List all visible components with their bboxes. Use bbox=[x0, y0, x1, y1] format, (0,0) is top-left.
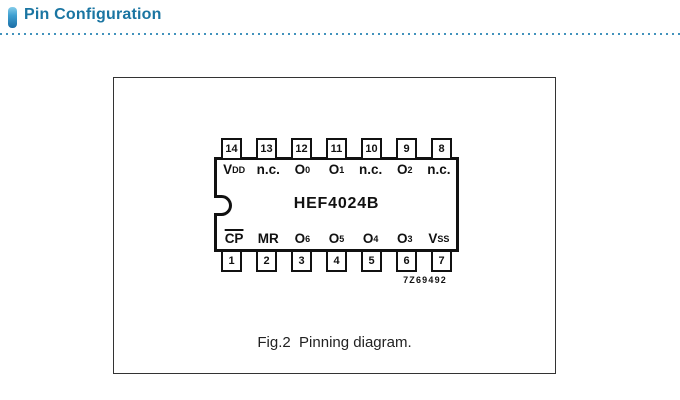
pin-label-nc-13: n.c. bbox=[256, 162, 280, 177]
chip-notch-icon bbox=[214, 195, 232, 216]
pin-number-7: 7 bbox=[431, 250, 452, 272]
pin-label-cp: CP bbox=[224, 231, 244, 246]
pin-number-11: 11 bbox=[326, 138, 347, 160]
chip-name: HEF4024B bbox=[293, 195, 380, 212]
pin-label-nc-10: n.c. bbox=[359, 162, 383, 177]
pin-number-6: 6 bbox=[396, 250, 417, 272]
pin-label-nc-8: n.c. bbox=[427, 162, 451, 177]
section-bullet-icon bbox=[8, 7, 17, 28]
dotted-divider bbox=[0, 33, 680, 35]
pin-number-9: 9 bbox=[396, 138, 417, 160]
pin-number-3: 3 bbox=[291, 250, 312, 272]
pin-label-mr: MR bbox=[257, 231, 279, 246]
chip-name-row: HEF4024B bbox=[217, 195, 456, 213]
section-title: Pin Configuration bbox=[24, 6, 162, 23]
pin-number-14: 14 bbox=[221, 138, 242, 160]
diagram-reference-code: 7Z69492 bbox=[403, 275, 447, 285]
pin-number-5: 5 bbox=[361, 250, 382, 272]
pin-number-8: 8 bbox=[431, 138, 452, 160]
pin-number-13: 13 bbox=[256, 138, 277, 160]
top-pin-number-row: 14 13 12 11 10 9 8 bbox=[214, 138, 459, 160]
pin-number-1: 1 bbox=[221, 250, 242, 272]
pin-number-2: 2 bbox=[256, 250, 277, 272]
pin-number-12: 12 bbox=[291, 138, 312, 160]
bottom-pin-number-row: 1 2 3 4 5 6 7 bbox=[214, 250, 459, 272]
pin-number-4: 4 bbox=[326, 250, 347, 272]
pin-number-10: 10 bbox=[361, 138, 382, 160]
figure-caption: Fig.2 Pinning diagram. bbox=[257, 334, 412, 351]
